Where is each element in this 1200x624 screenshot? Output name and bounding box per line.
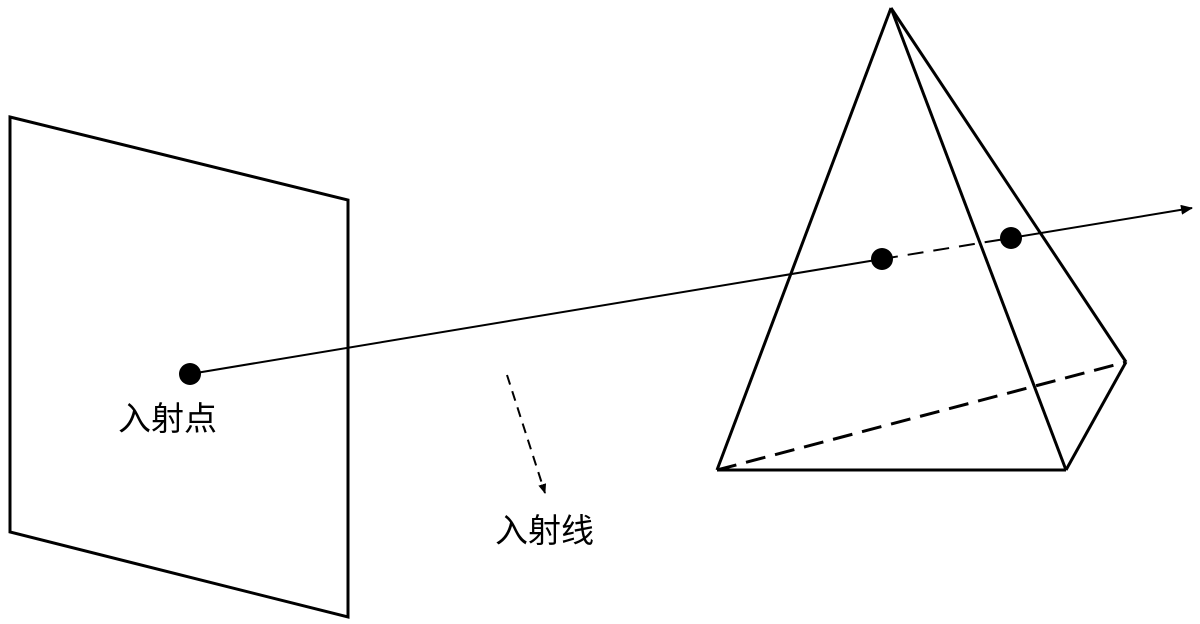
pyramid-base-hidden bbox=[716, 360, 1127, 472]
entry-point-label: 入射点 bbox=[118, 399, 217, 438]
intersection-dot-1 bbox=[871, 248, 893, 270]
ray-segment-front bbox=[189, 258, 883, 375]
image-plane bbox=[8, 115, 350, 619]
ray-segment-exit bbox=[1010, 204, 1193, 239]
pyramid-edge-left bbox=[715, 7, 893, 471]
intersection-dot-2 bbox=[1000, 227, 1022, 249]
entry-point-dot bbox=[179, 363, 201, 385]
pyramid-base-right bbox=[1064, 361, 1128, 471]
incident-ray-arrow bbox=[506, 374, 547, 494]
incident-ray-label: 入射线 bbox=[495, 511, 594, 550]
pyramid-edge-right bbox=[889, 7, 1128, 363]
ray-segment-hidden bbox=[881, 237, 1012, 260]
pyramid-edge-front bbox=[889, 7, 1068, 471]
